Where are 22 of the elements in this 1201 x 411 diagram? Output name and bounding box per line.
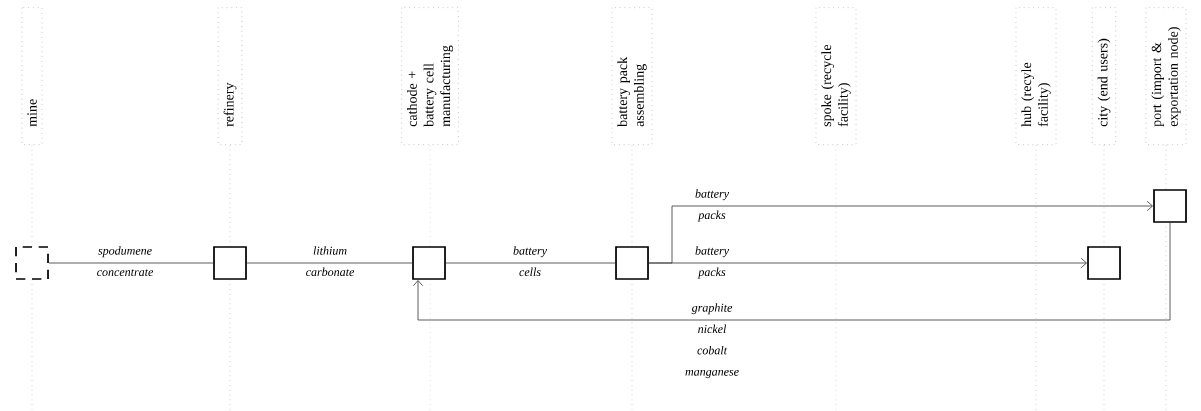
station-box	[213, 246, 247, 280]
lane-header: spoke (recycle facility)	[815, 7, 857, 145]
arrow	[648, 257, 1087, 269]
station-box	[615, 246, 649, 280]
station-box	[1087, 246, 1121, 280]
edge-label: graphite nickel cobalt manganese	[685, 303, 739, 379]
edge-label: battery packs	[695, 189, 729, 222]
arrow	[412, 222, 1171, 321]
lane-header: hub (recyle facility)	[1015, 7, 1057, 145]
edge-label: lithium carbonate	[306, 246, 355, 277]
edge-label: spodumene concentrate	[97, 246, 154, 277]
lane-header: port (import & exportation node)	[1145, 7, 1187, 145]
lane-header: battery pack assembling	[611, 7, 653, 145]
lane-header: refinery	[217, 7, 243, 145]
lane-header: city (end users)	[1092, 7, 1117, 145]
edge-label: battery cells	[513, 246, 547, 277]
station-box	[412, 246, 446, 280]
station-box	[15, 246, 49, 280]
station-box	[1153, 189, 1187, 223]
lane-header: cathode + battery cell manufacturing	[401, 7, 459, 145]
lane-header: mine	[21, 7, 43, 145]
edge-label: battery packs	[695, 246, 729, 279]
